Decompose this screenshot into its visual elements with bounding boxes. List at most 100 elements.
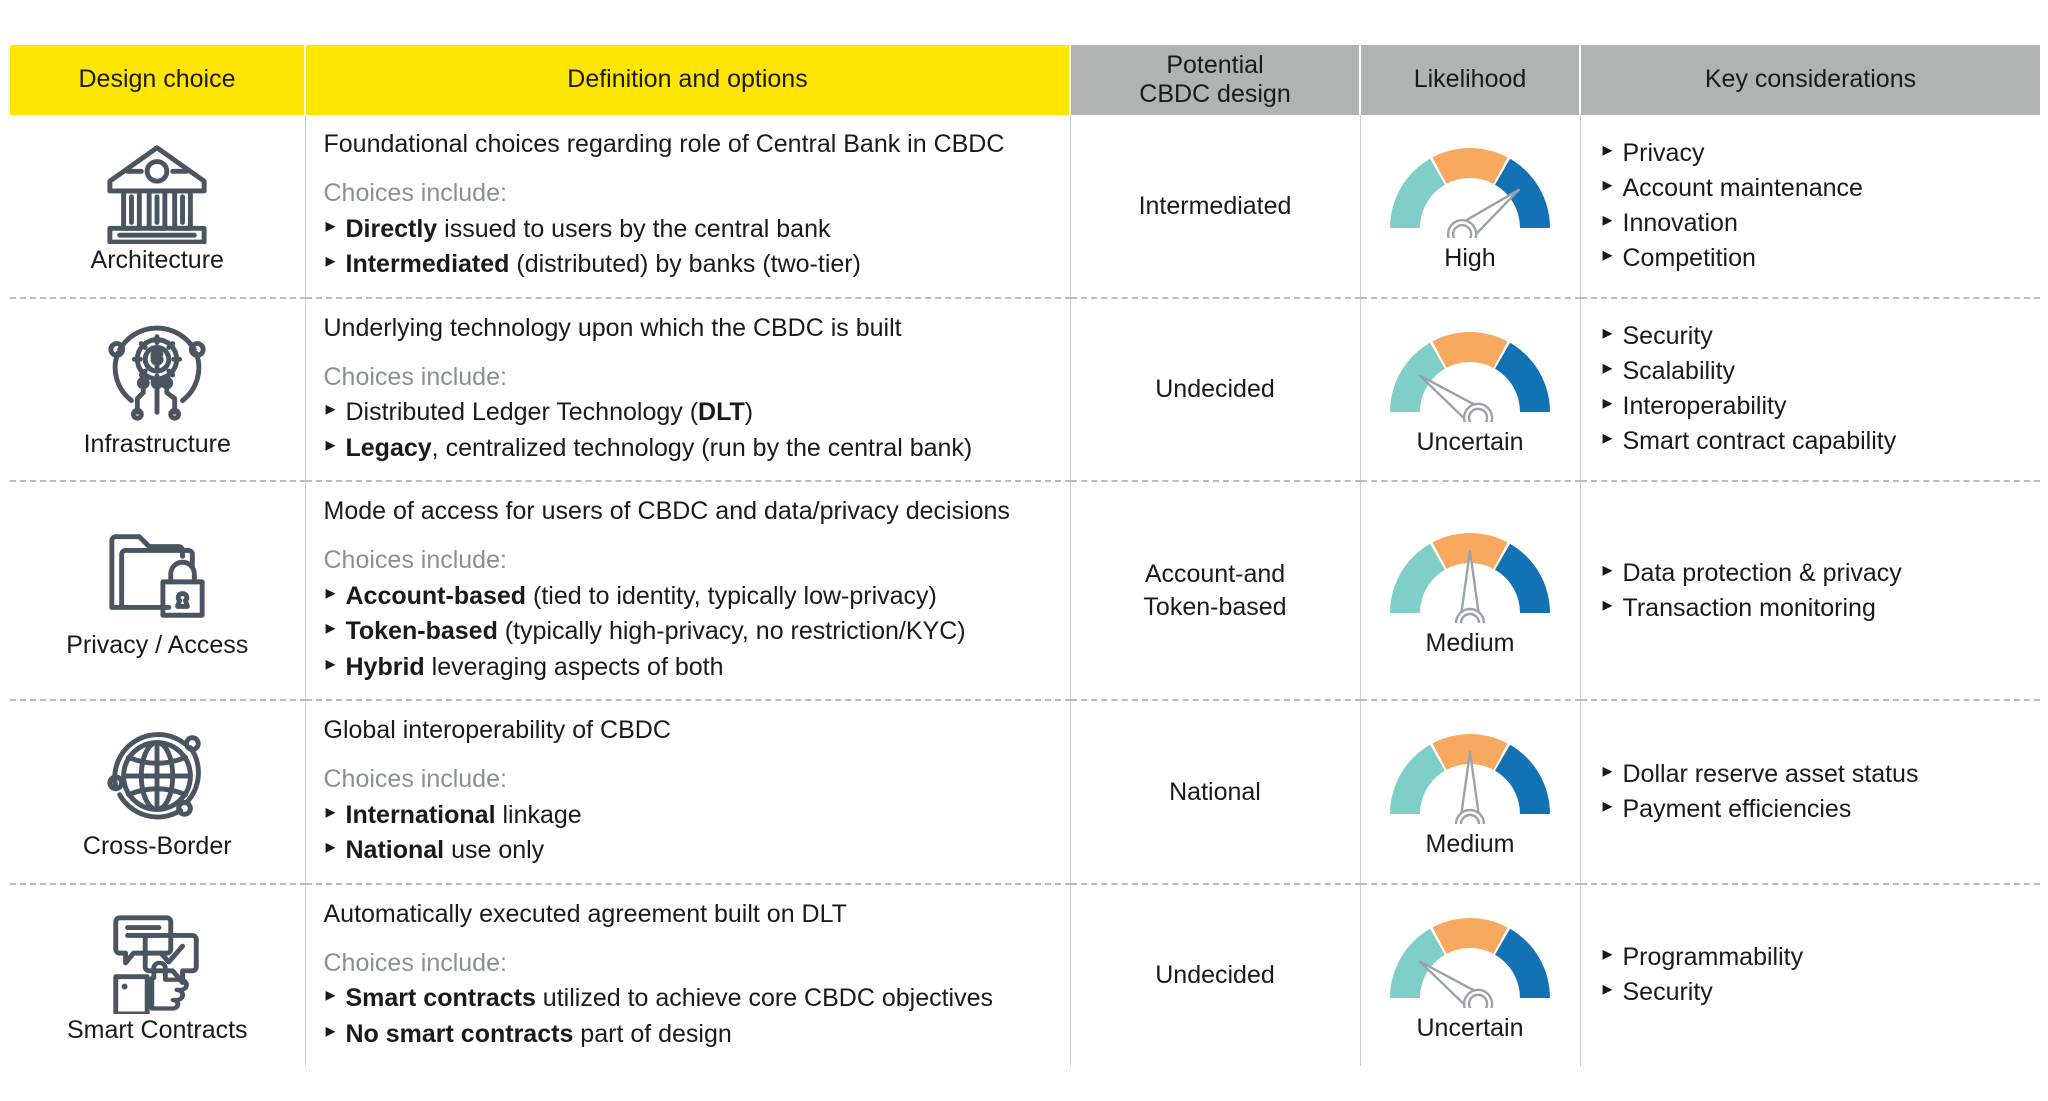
option-item: No smart contracts part of design (324, 1017, 1060, 1053)
header-definition-and-options: Definition and options (305, 45, 1071, 115)
header-key-considerations: Key considerations (1580, 45, 2040, 115)
table-row: Smart Contracts Automatically executed a… (10, 883, 2040, 1066)
consideration-item: Privacy (1601, 136, 2025, 171)
consideration-item: Security (1601, 975, 2025, 1010)
cell-key-considerations: Data protection & privacyTransaction mon… (1580, 481, 2040, 701)
options-list: Directly issued to users by the central … (324, 212, 1060, 283)
choices-include-label: Choices include: (323, 179, 507, 208)
likelihood-gauge-orange (1390, 734, 1550, 825)
cell-potential-design: Intermediated (1070, 115, 1361, 299)
consideration-item: Innovation (1601, 206, 2025, 241)
header-potential-line2: CBDC design (1139, 80, 1291, 108)
design-choice-block: Architecture (26, 136, 289, 275)
header-potential-line1: Potential (1166, 50, 1264, 79)
consideration-item: Scalability (1601, 354, 2025, 389)
choices-include-label: Choices include: (323, 765, 507, 794)
cell-definition: Automatically executed agreement built o… (305, 883, 1071, 1066)
potential-design-line1: Intermediated (1138, 191, 1292, 220)
consideration-item: Programmability (1601, 940, 2025, 975)
design-choice-block: Privacy / Access (26, 521, 289, 660)
potential-design-text: Undecided (1087, 959, 1344, 992)
design-choice-label: Privacy / Access (66, 631, 249, 659)
consideration-item: Smart contract capability (1601, 424, 2025, 459)
header-design-choice: Design choice (10, 45, 306, 115)
gear-dollar-circuit-icon (108, 325, 206, 421)
design-choice-label: Cross-Border (82, 832, 232, 861)
options-list: Smart contracts utilized to achieve core… (324, 981, 1060, 1052)
options-list: Account-based (tied to identity, typical… (324, 579, 1060, 686)
cell-design-choice: Architecture (10, 115, 306, 299)
potential-design-line1: Undecided (1155, 375, 1275, 403)
cell-key-considerations: ProgrammabilitySecurity (1580, 883, 2040, 1066)
table-row: Infrastructure Underlying technology upo… (10, 297, 2040, 482)
option-item: Distributed Ledger Technology (DLT) (324, 395, 1060, 431)
potential-design-text: Account-and Token-based (1087, 558, 1344, 623)
consideration-item: Payment efficiencies (1601, 792, 2025, 827)
likelihood-gauge-teal (1390, 917, 1550, 1008)
cell-design-choice: Infrastructure (10, 297, 306, 482)
option-item: Legacy, centralized technology (run by t… (324, 431, 1060, 467)
header-potential-cbdc-design: Potential CBDC design (1070, 45, 1361, 115)
considerations-list: ProgrammabilitySecurity (1601, 940, 2025, 1010)
cell-key-considerations: PrivacyAccount maintenanceInnovationComp… (1580, 115, 2040, 299)
consideration-item: Dollar reserve asset status (1601, 757, 2025, 792)
cell-potential-design: Undecided (1070, 883, 1361, 1066)
header-row: Design choice Definition and options Pot… (10, 45, 2040, 115)
option-item: Directly issued to users by the central … (324, 212, 1060, 248)
definition-text: Automatically executed agreement built o… (323, 899, 847, 928)
likelihood-gauge-teal (1390, 331, 1550, 422)
likelihood-block: Medium (1377, 724, 1564, 859)
choices-include-label: Choices include: (323, 362, 507, 391)
potential-design-line1: Undecided (1155, 961, 1275, 989)
likelihood-block: Uncertain (1377, 322, 1564, 457)
considerations-list: SecurityScalabilityInteroperabilitySmart… (1601, 319, 2025, 459)
cell-likelihood: High (1360, 115, 1581, 299)
likelihood-block: Medium (1377, 523, 1564, 658)
header-likelihood: Likelihood (1360, 45, 1581, 115)
likelihood-block: High (1377, 138, 1564, 273)
globe-network-icon (107, 732, 202, 820)
option-item: Account-based (tied to identity, typical… (324, 579, 1060, 615)
potential-design-line1: Account-and (1144, 560, 1286, 588)
potential-design-text: Intermediated (1087, 190, 1344, 223)
cell-design-choice: Smart Contracts (10, 883, 306, 1066)
cell-potential-design: Undecided (1070, 297, 1361, 482)
option-item: Smart contracts utilized to achieve core… (324, 981, 1060, 1017)
cell-definition: Mode of access for users of CBDC and dat… (305, 481, 1071, 701)
cell-definition: Underlying technology upon which the CBD… (305, 297, 1071, 482)
likelihood-label: High (1444, 244, 1496, 273)
design-choice-label: Smart Contracts (66, 1015, 248, 1044)
cell-likelihood: Medium (1360, 481, 1581, 701)
cell-definition: Global interoperability of CBDC Choices … (305, 700, 1071, 885)
choices-include-label: Choices include: (323, 546, 507, 575)
table-row: Cross-Border Global interoperability of … (10, 700, 2040, 885)
potential-design-text: National (1087, 776, 1344, 809)
consideration-item: Account maintenance (1601, 171, 2025, 206)
option-item: Hybrid leveraging aspects of both (324, 650, 1060, 686)
design-choice-block: Cross-Border (26, 722, 289, 861)
considerations-list: PrivacyAccount maintenanceInnovationComp… (1601, 136, 2025, 276)
definition-text: Foundational choices regarding role of C… (323, 130, 1005, 158)
table-body: Architecture Foundational choices regard… (10, 115, 2040, 1066)
choices-include-label: Choices include: (323, 948, 507, 977)
option-item: Intermediated (distributed) by banks (tw… (324, 247, 1060, 283)
likelihood-label: Uncertain (1416, 1013, 1524, 1042)
speech-bubbles-thumbsup-icon (113, 915, 199, 1014)
likelihood-label: Medium (1425, 629, 1515, 657)
table-header: Design choice Definition and options Pot… (10, 45, 2040, 115)
table-row: Privacy / Access Mode of access for user… (10, 481, 2040, 701)
definition-text: Underlying technology upon which the CBD… (323, 313, 902, 342)
consideration-item: Data protection & privacy (1601, 556, 2025, 591)
likelihood-gauge-orange (1390, 533, 1550, 623)
considerations-list: Dollar reserve asset statusPayment effic… (1601, 757, 2025, 827)
option-item: Token-based (typically high-privacy, no … (324, 614, 1060, 650)
consideration-item: Security (1601, 319, 2025, 354)
consideration-item: Interoperability (1601, 389, 2025, 424)
definition-text: Global interoperability of CBDC (323, 716, 671, 744)
options-list: International linkageNational use only (324, 798, 1060, 869)
design-choice-block: Infrastructure (26, 320, 289, 459)
option-item: International linkage (324, 798, 1060, 834)
likelihood-label: Medium (1425, 830, 1515, 859)
cell-key-considerations: Dollar reserve asset statusPayment effic… (1580, 700, 2040, 885)
